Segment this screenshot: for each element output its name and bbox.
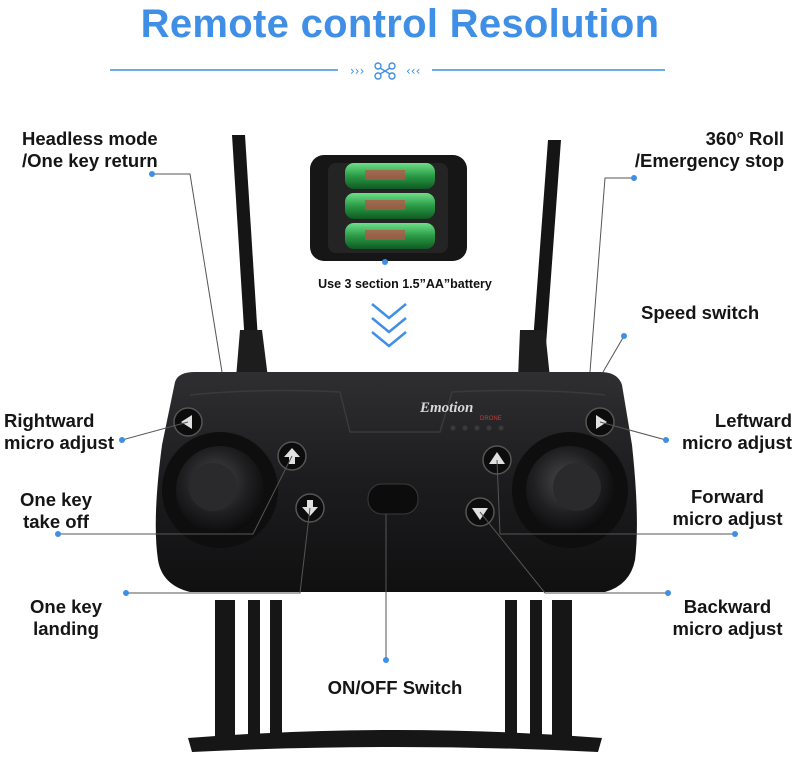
up-triangle-icon	[489, 452, 505, 464]
on-off-switch[interactable]	[367, 483, 419, 515]
callout-dots	[55, 171, 738, 663]
left-joystick[interactable]	[162, 432, 278, 548]
callout-lines	[58, 173, 735, 660]
label-headless-mode: Headless mode/One key return	[22, 128, 158, 171]
device-subbrand: DRONE	[480, 416, 502, 422]
right-antenna	[518, 140, 561, 378]
svg-text:‹‹‹: ‹‹‹	[406, 64, 420, 78]
battery-caption: Use 3 section 1.5”AA”battery	[318, 277, 492, 291]
device-brand: Emotion	[419, 400, 473, 416]
battery-compartment-photo	[310, 155, 467, 265]
controller-body: Emotion DRONE	[155, 372, 637, 592]
label-on-off-switch: ON/OFF Switch	[327, 677, 463, 698]
right-joystick[interactable]	[512, 432, 628, 548]
drone-icon	[374, 62, 396, 80]
forward-trim-button[interactable]	[482, 445, 512, 475]
controller-stand	[188, 600, 602, 752]
title-divider: ››› ‹‹‹	[110, 62, 665, 80]
label-speed-switch: Speed switch	[641, 302, 760, 323]
label-360-roll: 360° Roll/Emergency stop	[634, 128, 784, 171]
left-antenna	[232, 135, 268, 378]
down-triangle-icon	[472, 508, 488, 520]
down-chevrons-icon	[371, 303, 407, 348]
svg-text:›››: ›››	[350, 64, 364, 78]
page-title: Remote control Resolution	[140, 2, 660, 46]
indicator-leds	[450, 425, 504, 431]
